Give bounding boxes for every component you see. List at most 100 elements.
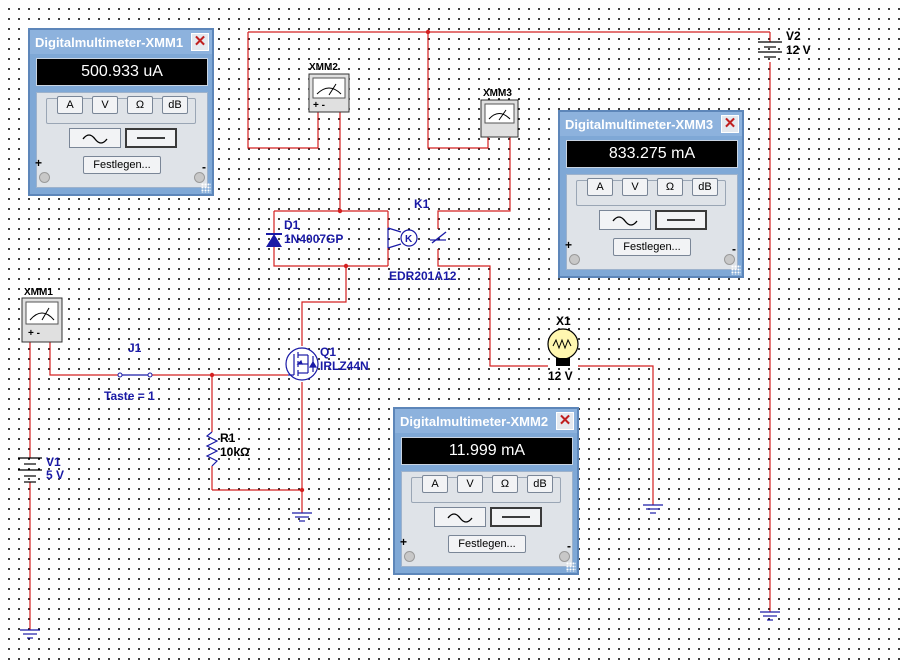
meter-reading: 11.999 mA xyxy=(401,437,573,465)
v2-ref: V2 xyxy=(786,29,801,43)
minus-terminal[interactable] xyxy=(194,172,205,183)
battery-v2[interactable]: V2 12 V xyxy=(758,29,811,58)
xmm2-ref: XMM2 xyxy=(309,62,338,73)
lamp-x1[interactable]: X1 12 V xyxy=(547,314,579,383)
mosfet-q1[interactable]: Q1 IRLZ44N xyxy=(285,345,369,381)
minus-terminal-label: - xyxy=(567,539,571,553)
mode-buttons: A V Ω dB xyxy=(37,93,207,127)
xmm3-ref: XMM3 xyxy=(483,88,512,99)
ammeter-button[interactable]: A xyxy=(422,475,448,493)
x1-ref: X1 xyxy=(556,314,571,328)
minus-terminal-label: - xyxy=(732,242,736,256)
resize-grip[interactable] xyxy=(566,562,576,572)
d1-part: 1N4007GP xyxy=(284,232,343,246)
voltmeter-button[interactable]: V xyxy=(92,96,118,114)
dc-line-icon xyxy=(502,516,530,518)
q1-part: IRLZ44N xyxy=(320,359,369,373)
r1-value: 10kΩ xyxy=(220,445,250,459)
settings-button[interactable]: Festlegen... xyxy=(613,238,691,256)
plus-terminal[interactable] xyxy=(404,551,415,562)
ac-wave-icon xyxy=(447,513,473,523)
ac-button[interactable] xyxy=(434,507,486,527)
plus-terminal[interactable] xyxy=(39,172,50,183)
meter-icon-xmm3[interactable]: XMM3 xyxy=(480,88,519,138)
mode-buttons: A V Ω dB xyxy=(402,472,572,506)
v1-ref: V1 xyxy=(46,455,61,469)
meter-icon-xmm2[interactable]: XMM2 + - xyxy=(308,62,350,113)
mode-buttons: A V Ω dB xyxy=(567,175,737,209)
ground-icon xyxy=(20,629,40,639)
xmm2-terminals: + - xyxy=(313,100,325,111)
ohmmeter-button[interactable]: Ω xyxy=(492,475,518,493)
minus-terminal[interactable] xyxy=(724,254,735,265)
ac-button[interactable] xyxy=(69,128,121,148)
v2-value: 12 V xyxy=(786,43,811,57)
mode-frame xyxy=(411,477,561,503)
j1-key-label: Taste = 1 xyxy=(104,389,155,403)
decibel-button[interactable]: dB xyxy=(162,96,188,114)
close-icon[interactable]: ✕ xyxy=(556,412,574,430)
meter-reading: 500.933 uA xyxy=(36,58,208,86)
switch-j1[interactable]: J1 Taste = 1 xyxy=(104,341,155,403)
ammeter-button[interactable]: A xyxy=(57,96,83,114)
dc-button[interactable] xyxy=(490,507,542,527)
k1-ref: K1 xyxy=(414,197,430,211)
decibel-button[interactable]: dB xyxy=(692,178,718,196)
mode-frame xyxy=(46,98,196,124)
relay-k1[interactable]: K K1 EDR201A12 xyxy=(387,197,457,283)
panel-title[interactable]: Digitalmultimeter-XMM1 xyxy=(30,30,212,54)
dc-line-icon xyxy=(137,137,165,139)
relay-coil-symbol: K xyxy=(405,234,413,245)
ground-symbols xyxy=(20,504,780,639)
decibel-button[interactable]: dB xyxy=(527,475,553,493)
plus-terminal-label: + xyxy=(400,535,408,549)
q1-ref: Q1 xyxy=(320,345,336,359)
ground-icon xyxy=(643,504,663,514)
meter-controls: A V Ω dB Festlegen... xyxy=(566,174,738,270)
meter-controls: A V Ω dB Festlegen... xyxy=(36,92,208,188)
junctions xyxy=(209,29,431,493)
meter-icon-xmm1[interactable]: XMM1 + - xyxy=(21,287,63,343)
minus-terminal[interactable] xyxy=(559,551,570,562)
ohmmeter-button[interactable]: Ω xyxy=(127,96,153,114)
meter-reading: 833.275 mA xyxy=(566,140,738,168)
diode-d1[interactable]: D1 1N4007GP xyxy=(266,218,343,247)
close-icon[interactable]: ✕ xyxy=(191,33,209,51)
xmm1-terminals: + - xyxy=(28,328,40,339)
v1-value: 5 V xyxy=(46,468,64,482)
plus-terminal-label: + xyxy=(565,238,573,252)
settings-button[interactable]: Festlegen... xyxy=(448,535,526,553)
dc-button[interactable] xyxy=(655,210,707,230)
multimeter-panel-xmm2[interactable]: Digitalmultimeter-XMM2 ✕ 11.999 mA A V Ω… xyxy=(393,407,579,575)
dc-button[interactable] xyxy=(125,128,177,148)
panel-title[interactable]: Digitalmultimeter-XMM2 xyxy=(395,409,577,433)
r1-ref: R1 xyxy=(220,431,236,445)
resistor-r1[interactable]: R1 10kΩ xyxy=(205,431,250,467)
resize-grip[interactable] xyxy=(201,183,211,193)
resize-grip[interactable] xyxy=(731,265,741,275)
ground-icon xyxy=(292,512,312,522)
ammeter-button[interactable]: A xyxy=(587,178,613,196)
dc-line-icon xyxy=(667,219,695,221)
j1-ref: J1 xyxy=(128,341,142,355)
panel-title[interactable]: Digitalmultimeter-XMM3 xyxy=(560,112,742,136)
xmm1-ref: XMM1 xyxy=(24,287,53,298)
k1-part: EDR201A12 xyxy=(389,269,457,283)
voltmeter-button[interactable]: V xyxy=(622,178,648,196)
battery-v1[interactable]: V1 5 V xyxy=(18,455,64,483)
minus-terminal-label: - xyxy=(202,160,206,174)
multimeter-panel-xmm1[interactable]: Digitalmultimeter-XMM1 ✕ 500.933 uA A V … xyxy=(28,28,214,196)
ac-button[interactable] xyxy=(599,210,651,230)
x1-value: 12 V xyxy=(548,369,573,383)
close-icon[interactable]: ✕ xyxy=(721,115,739,133)
ac-wave-icon xyxy=(612,216,638,226)
plus-terminal[interactable] xyxy=(569,254,580,265)
meter-controls: A V Ω dB Festlegen... xyxy=(401,471,573,567)
ohmmeter-button[interactable]: Ω xyxy=(657,178,683,196)
multimeter-panel-xmm3[interactable]: Digitalmultimeter-XMM3 ✕ 833.275 mA A V … xyxy=(558,110,744,278)
mode-frame xyxy=(576,180,726,206)
settings-button[interactable]: Festlegen... xyxy=(83,156,161,174)
voltmeter-button[interactable]: V xyxy=(457,475,483,493)
d1-ref: D1 xyxy=(284,218,300,232)
